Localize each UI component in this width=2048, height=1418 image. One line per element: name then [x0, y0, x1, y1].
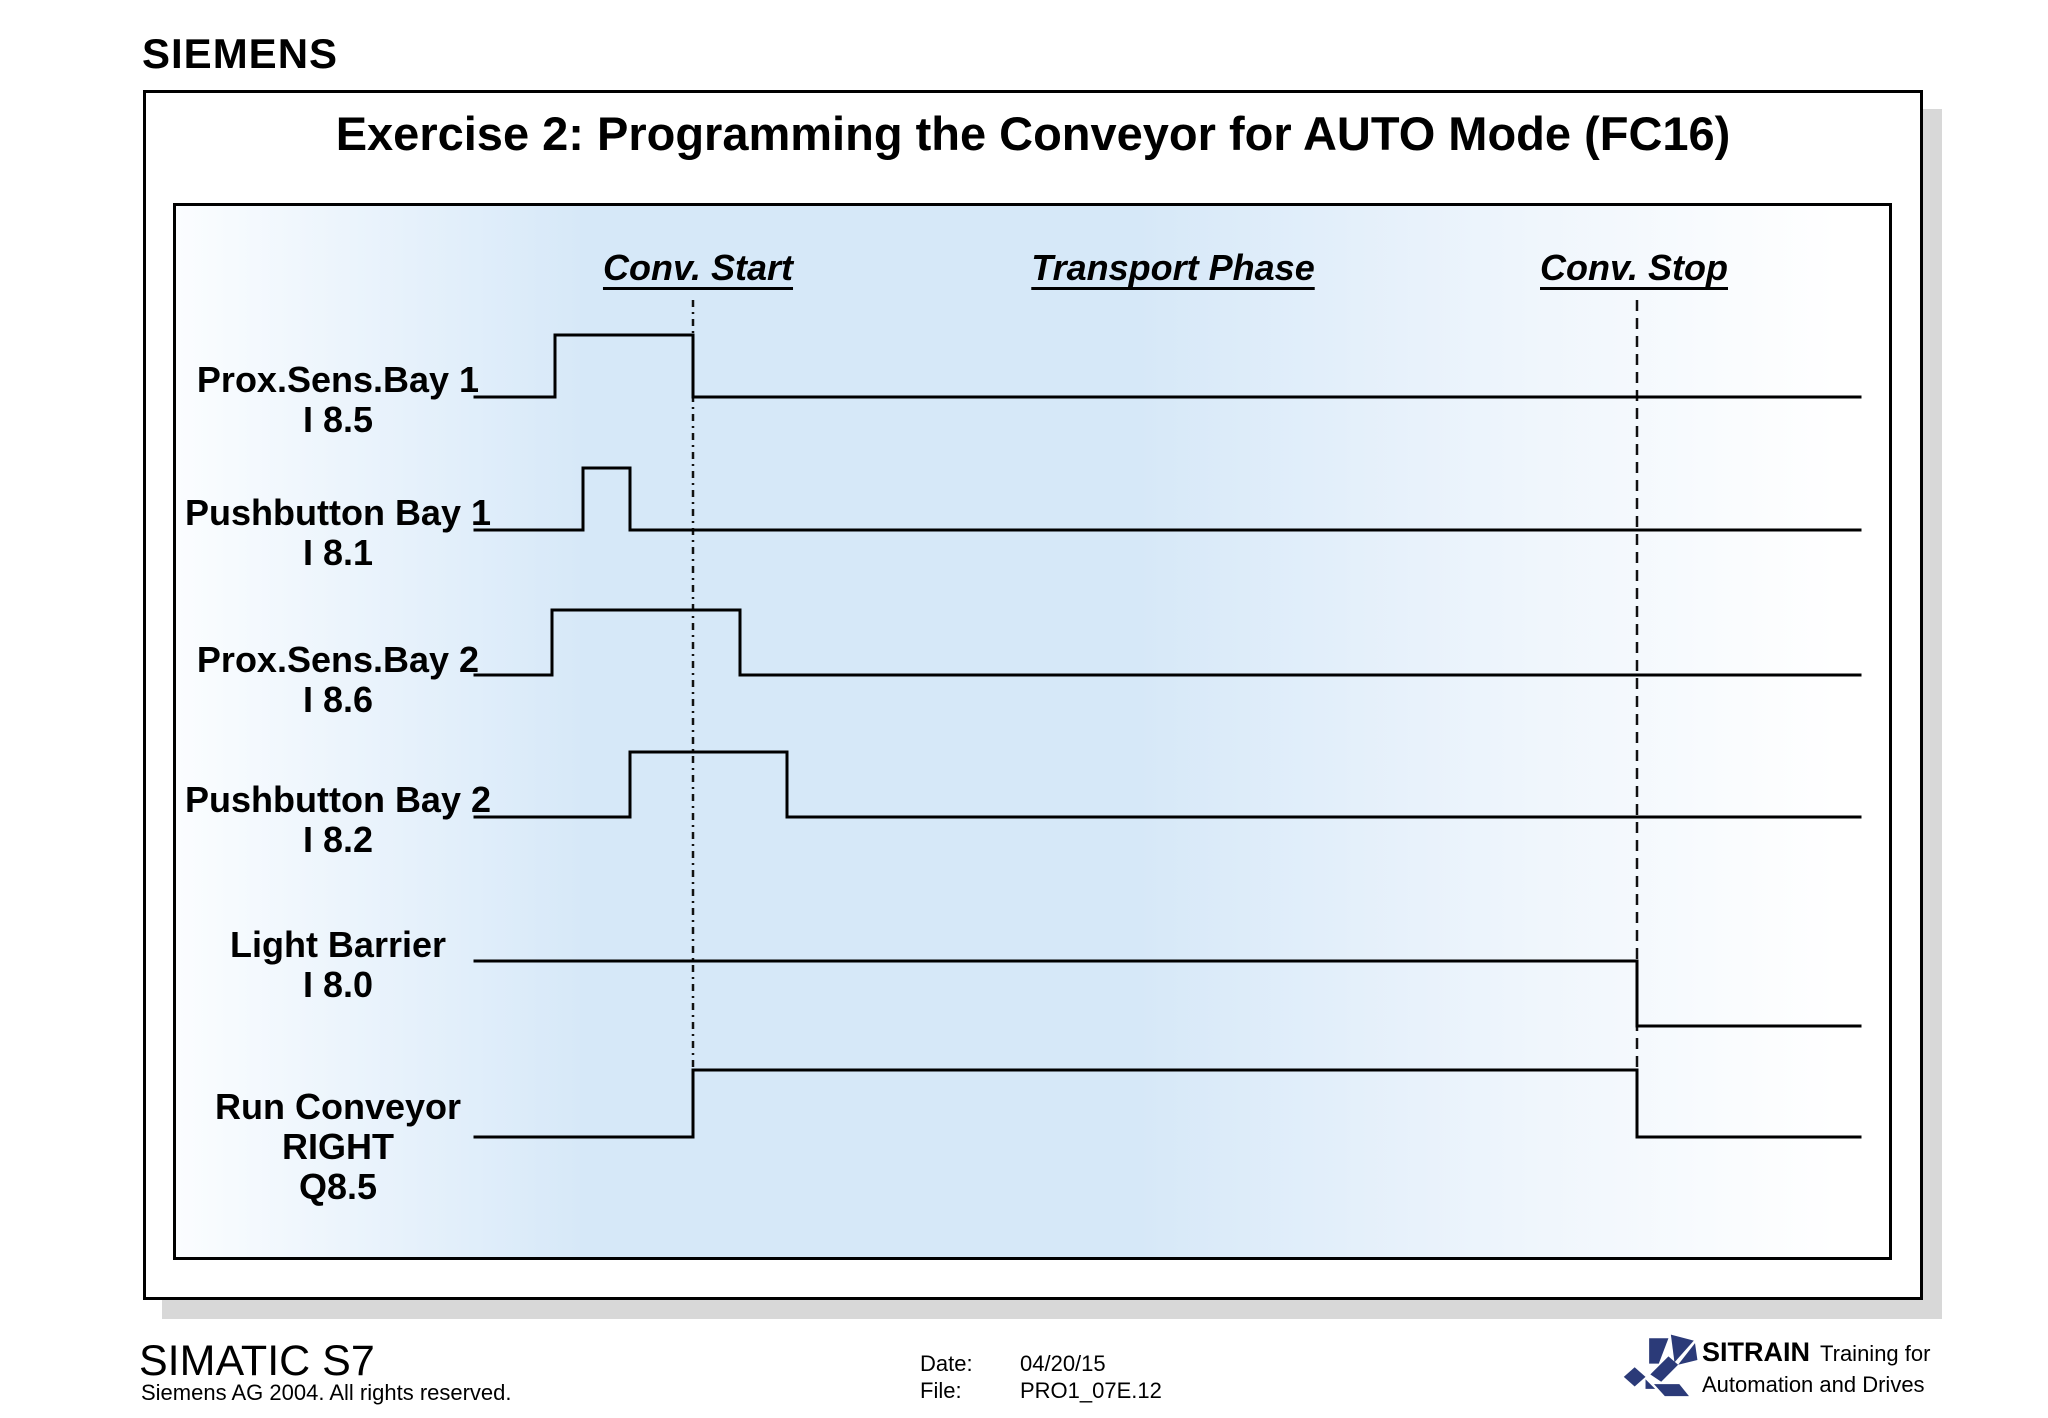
footer-file-row: File: PRO1_07E.12 — [920, 1377, 1162, 1404]
phase-header-transport-phase: Transport Phase — [1031, 247, 1315, 288]
signal-address: I 8.0 — [302, 964, 374, 1005]
signal-label-pushbutton-bay-1: Pushbutton Bay 1 I 8.1 — [178, 493, 498, 573]
phase-header-conv-start: Conv. Start — [602, 247, 794, 288]
signal-label-pushbutton-bay-2: Pushbutton Bay 2 I 8.2 — [178, 780, 498, 860]
sitrain-brand: SITRAIN — [1702, 1337, 1810, 1367]
signal-address: I 8.6 — [302, 679, 374, 720]
sitrain-line-2: Automation and Drives — [1702, 1372, 1925, 1397]
signal-name: Pushbutton Bay 1 — [184, 492, 492, 533]
file-label: File: — [920, 1378, 962, 1403]
signal-waveform-prox-sens-bay-1 — [473, 333, 1862, 399]
signal-name: Pushbutton Bay 2 — [184, 779, 492, 820]
slide-frame: Exercise 2: Programming the Conveyor for… — [143, 90, 1923, 1300]
signal-address: I 8.1 — [302, 532, 374, 573]
signal-waveform-run-conveyor-right — [473, 1068, 1862, 1139]
phase-header-conv-stop: Conv. Stop — [1540, 247, 1728, 288]
signal-name: Prox.Sens.Bay 1 — [196, 359, 480, 400]
signal-label-prox-sens-bay-2: Prox.Sens.Bay 2 I 8.6 — [178, 640, 498, 720]
signal-address: Q8.5 — [298, 1166, 378, 1207]
sitrain-text: SITRAIN Training for Automation and Drive… — [1702, 1337, 1930, 1400]
file-value: PRO1_07E.12 — [1020, 1378, 1162, 1403]
footer-product-name: SIMATIC S7 — [139, 1337, 375, 1385]
signal-name: Run Conveyor — [214, 1086, 462, 1127]
slide-title: Exercise 2: Programming the Conveyor for… — [335, 107, 1731, 160]
footer-file-info: Date: 04/20/15 File: PRO1_07E.12 — [920, 1350, 1162, 1404]
signal-waveform-prox-sens-bay-2 — [473, 608, 1862, 677]
signal-name: Prox.Sens.Bay 2 — [196, 639, 480, 680]
siemens-logo: SIEMENS — [142, 30, 339, 77]
footer-date-row: Date: 04/20/15 — [920, 1350, 1162, 1377]
signal-label-light-barrier: Light Barrier I 8.0 — [178, 925, 498, 1005]
signal-waveform-pushbutton-bay-2 — [473, 750, 1862, 819]
sitrain-logo-icon — [1623, 1334, 1698, 1397]
signal-label-run-conveyor-right: Run Conveyor RIGHT Q8.5 — [178, 1087, 498, 1207]
signal-name: Light Barrier — [229, 924, 447, 965]
waveform-canvas — [473, 300, 1862, 1139]
timing-diagram: Conv. Start Transport Phase Conv. Stop P… — [173, 203, 1892, 1260]
signal-waveform-pushbutton-bay-1 — [473, 466, 1862, 532]
signal-address: I 8.2 — [302, 819, 374, 860]
signal-waveform-light-barrier — [473, 959, 1862, 1028]
signal-address: I 8.5 — [302, 399, 374, 440]
date-label: Date: — [920, 1351, 973, 1376]
sitrain-line-1: SITRAIN Training for — [1702, 1337, 1930, 1369]
date-value: 04/20/15 — [1020, 1351, 1106, 1376]
signal-direction: RIGHT — [282, 1126, 394, 1167]
sitrain-tagline: Training for — [1820, 1341, 1931, 1366]
footer-copyright: Siemens AG 2004. All rights reserved. — [141, 1380, 512, 1405]
signal-label-prox-sens-bay-1: Prox.Sens.Bay 1 I 8.5 — [178, 360, 498, 440]
